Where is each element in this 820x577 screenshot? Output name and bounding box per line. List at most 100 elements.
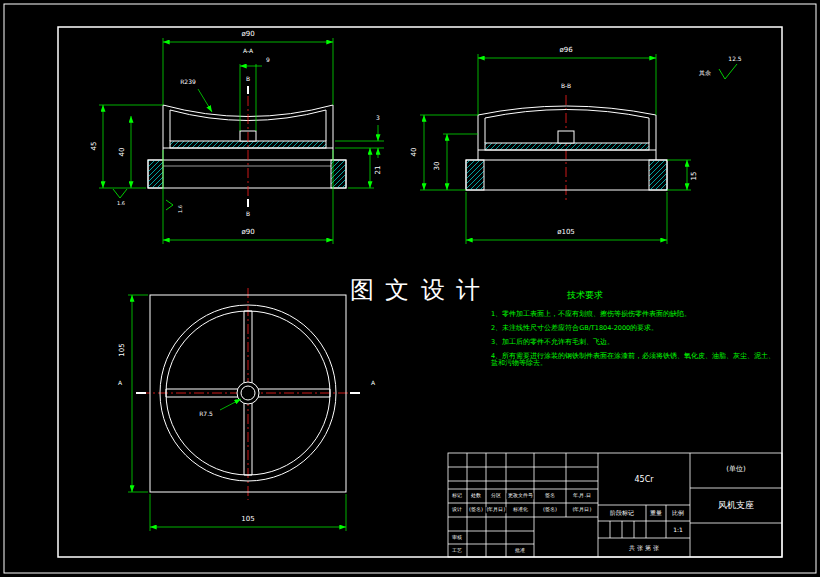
table-cell: 标记 (451, 493, 463, 499)
section-label: B-B (560, 83, 572, 90)
title-block (467, 453, 468, 557)
title-block (448, 544, 534, 545)
material-cell: 45Cr (633, 476, 654, 485)
side-section-view (466, 106, 667, 190)
dimension-line (99, 188, 146, 189)
table-cell: 工艺 (451, 548, 463, 554)
dimension-text: 15 (691, 171, 699, 182)
table-cell: 设计 (451, 507, 463, 513)
company-cell: (单位) (725, 466, 746, 474)
dimension-line (667, 190, 691, 191)
title-block (448, 453, 782, 557)
table-cell: (年月日) (572, 507, 593, 513)
dimension-line (346, 494, 347, 531)
section-mark: A (117, 380, 123, 387)
front-section-view (148, 160, 163, 188)
roughness-symbol (719, 64, 737, 79)
watermark: 图 文 设 计 (349, 277, 484, 303)
dimension-line (656, 54, 657, 115)
section-cut-mark (136, 392, 146, 394)
front-section-view (163, 166, 331, 167)
dimension-line (378, 125, 379, 141)
dimension-line (103, 105, 104, 188)
title-block (448, 503, 598, 504)
dimension-text: 40 (411, 147, 419, 158)
side-section-view (656, 115, 657, 160)
dimension-text: 40 (119, 147, 127, 158)
table-cell: (年月日) (486, 507, 507, 513)
dimension-line (335, 141, 384, 142)
dimension-line (150, 527, 346, 528)
technical-note: 1、零件加工表面上，不应有划痕、擦伤等损伤零件表面的缺陷。 (490, 311, 692, 318)
dimension-line (132, 295, 133, 492)
title-block (448, 481, 598, 482)
title-block (598, 521, 690, 522)
title-block (534, 453, 535, 557)
section-cut-mark (350, 392, 360, 394)
dimension-text: 30 (434, 161, 442, 172)
table-cell: 审核 (451, 535, 463, 541)
title-block (690, 488, 782, 489)
roughness-symbol (113, 64, 737, 210)
title-block (610, 521, 611, 538)
dimension-text: 3 (375, 115, 381, 122)
table-cell: 更改文件号 (507, 493, 534, 499)
dimension-line (420, 115, 478, 116)
dimension-line (378, 148, 379, 158)
dimension-line (333, 38, 334, 105)
title-block (448, 531, 534, 532)
table-cell: 年.月.日 (572, 493, 592, 499)
front-section-view (163, 148, 333, 149)
side-section-view (478, 150, 656, 151)
technical-note: 4、所有需要进行涂装的钢铁制件表面在涂漆前，必须将铁锈、氧化皮、油脂、灰尘、泥土… (490, 353, 777, 367)
radius-dimension: R7.5 (198, 411, 214, 418)
top-view (237, 382, 259, 404)
roughness-symbol (166, 200, 173, 210)
side-section-view (649, 160, 667, 190)
dimension-line (256, 64, 257, 131)
table-cell: 1:1 (672, 526, 684, 533)
sheet-frame (58, 27, 782, 557)
title-block (690, 523, 782, 524)
dimension-line (163, 150, 164, 244)
dimension-text: 9 (265, 57, 271, 64)
dimension-text: 105 (119, 342, 127, 357)
dimension-line (478, 58, 656, 59)
title-block (666, 505, 667, 538)
title-block (622, 521, 623, 538)
side-section-view (466, 160, 667, 190)
title-block (448, 517, 598, 518)
section-mark: A (370, 380, 376, 387)
dimension-text: ø90 (240, 229, 255, 237)
dimension-line (420, 190, 466, 191)
dimension-line (220, 399, 241, 410)
side-section-view (485, 143, 649, 150)
dimension-line (198, 89, 212, 112)
table-cell: 重量 (649, 510, 663, 516)
dimension-line (478, 54, 479, 115)
roughness-value: 12.5 (727, 56, 742, 63)
table-cell: 分区 (490, 493, 502, 499)
sheet-frame (4, 4, 816, 573)
side-section-view (478, 115, 479, 160)
side-section-view (649, 118, 650, 143)
dimension-line (99, 38, 691, 531)
dimension-line (240, 64, 241, 131)
table-cell: (签名) (542, 507, 558, 513)
roughness-note: 其余 (698, 70, 712, 77)
section-mark: B (245, 76, 251, 83)
title-block (448, 453, 782, 557)
roughness-symbol (113, 189, 127, 198)
dimension-text: ø90 (240, 31, 255, 39)
dimension-line (163, 240, 333, 241)
section-label: A-A (242, 48, 254, 55)
side-section-view (485, 118, 486, 143)
dimension-line (240, 66, 262, 67)
section-cut-mark (136, 86, 360, 393)
table-cell: (签名) (468, 507, 484, 513)
title-block (566, 453, 567, 517)
dimension-line (128, 492, 148, 493)
side-section-view (478, 106, 656, 115)
dimension-line (163, 38, 164, 105)
dimension-text: ø105 (556, 229, 576, 237)
